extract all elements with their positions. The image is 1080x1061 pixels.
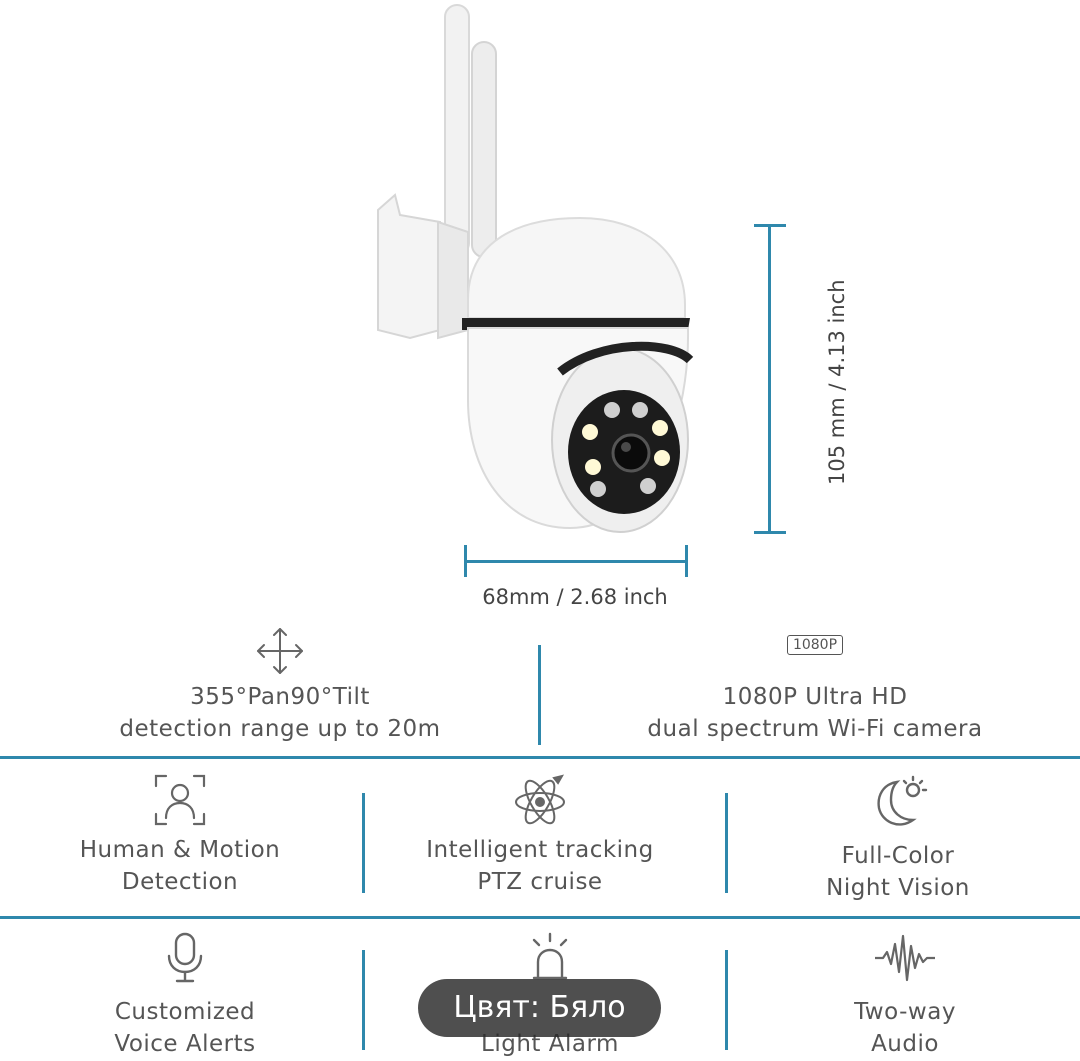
color-variant-chip[interactable]: Цвят: Бяло (418, 979, 661, 1037)
width-dimension-cap-right (685, 545, 688, 577)
feature-line2: Voice Alerts (114, 1031, 256, 1057)
feature-line2: PTZ cruise (477, 869, 603, 895)
audio-wave-icon (875, 934, 935, 982)
feature-night-vision: Full-Color Night Vision (748, 772, 1048, 904)
camera-product-image (377, 4, 694, 533)
separator-line-2 (0, 916, 1080, 919)
moon-night-icon (877, 775, 928, 826)
divider-row2-a (362, 950, 365, 1050)
move-arrows-icon (257, 628, 303, 674)
height-dimension-label: 105 mm / 4.13 inch (825, 279, 849, 485)
feature-two-way-audio: Two-way Audio (755, 928, 1055, 1060)
feature-line1: 1080P Ultra HD (722, 684, 908, 710)
feature-line2: dual spectrum Wi-Fi camera (647, 716, 983, 742)
feature-line2: Night Vision (826, 875, 970, 901)
feature-line1: 355°Pan90°Tilt (190, 684, 370, 710)
feature-line1: Customized (114, 999, 256, 1025)
feature-line2: Audio (871, 1031, 939, 1057)
feature-line1: Full-Color (841, 843, 955, 869)
microphone-icon (167, 932, 203, 983)
feature-pan-tilt: 355°Pan90°Tilt detection range up to 20m (60, 625, 500, 745)
feature-line1: Two-way (854, 999, 956, 1025)
width-dimension-label: 68mm / 2.68 inch (482, 585, 668, 609)
separator-line-1 (0, 756, 1080, 759)
alarm-light-icon (532, 932, 568, 980)
divider-row1-a (362, 793, 365, 893)
width-dimension-line (465, 560, 687, 563)
feature-line2: detection range up to 20m (119, 716, 441, 742)
divider-row1-b (725, 793, 728, 893)
feature-voice-alerts: Customized Voice Alerts (35, 928, 335, 1060)
height-dimension-cap-top (754, 224, 786, 227)
feature-line2: Detection (121, 869, 239, 895)
feature-line1: Intelligent tracking (426, 837, 654, 863)
feature-human-motion: Human & Motion Detection (30, 770, 330, 898)
divider-top (538, 645, 541, 745)
human-detection-icon (154, 774, 206, 826)
height-dimension-line (768, 225, 771, 533)
1080p-badge-icon: 1080P (786, 635, 844, 655)
divider-row2-b (725, 950, 728, 1050)
width-dimension-cap-left (464, 545, 467, 577)
feature-line1: Human & Motion (79, 837, 281, 863)
feature-1080p: 1080P 1080P Ultra HD dual spectrum Wi-Fi… (590, 628, 1040, 745)
height-dimension-cap-bottom (754, 531, 786, 534)
atom-tracking-icon (515, 774, 565, 825)
feature-tracking: Intelligent tracking PTZ cruise (390, 770, 690, 898)
